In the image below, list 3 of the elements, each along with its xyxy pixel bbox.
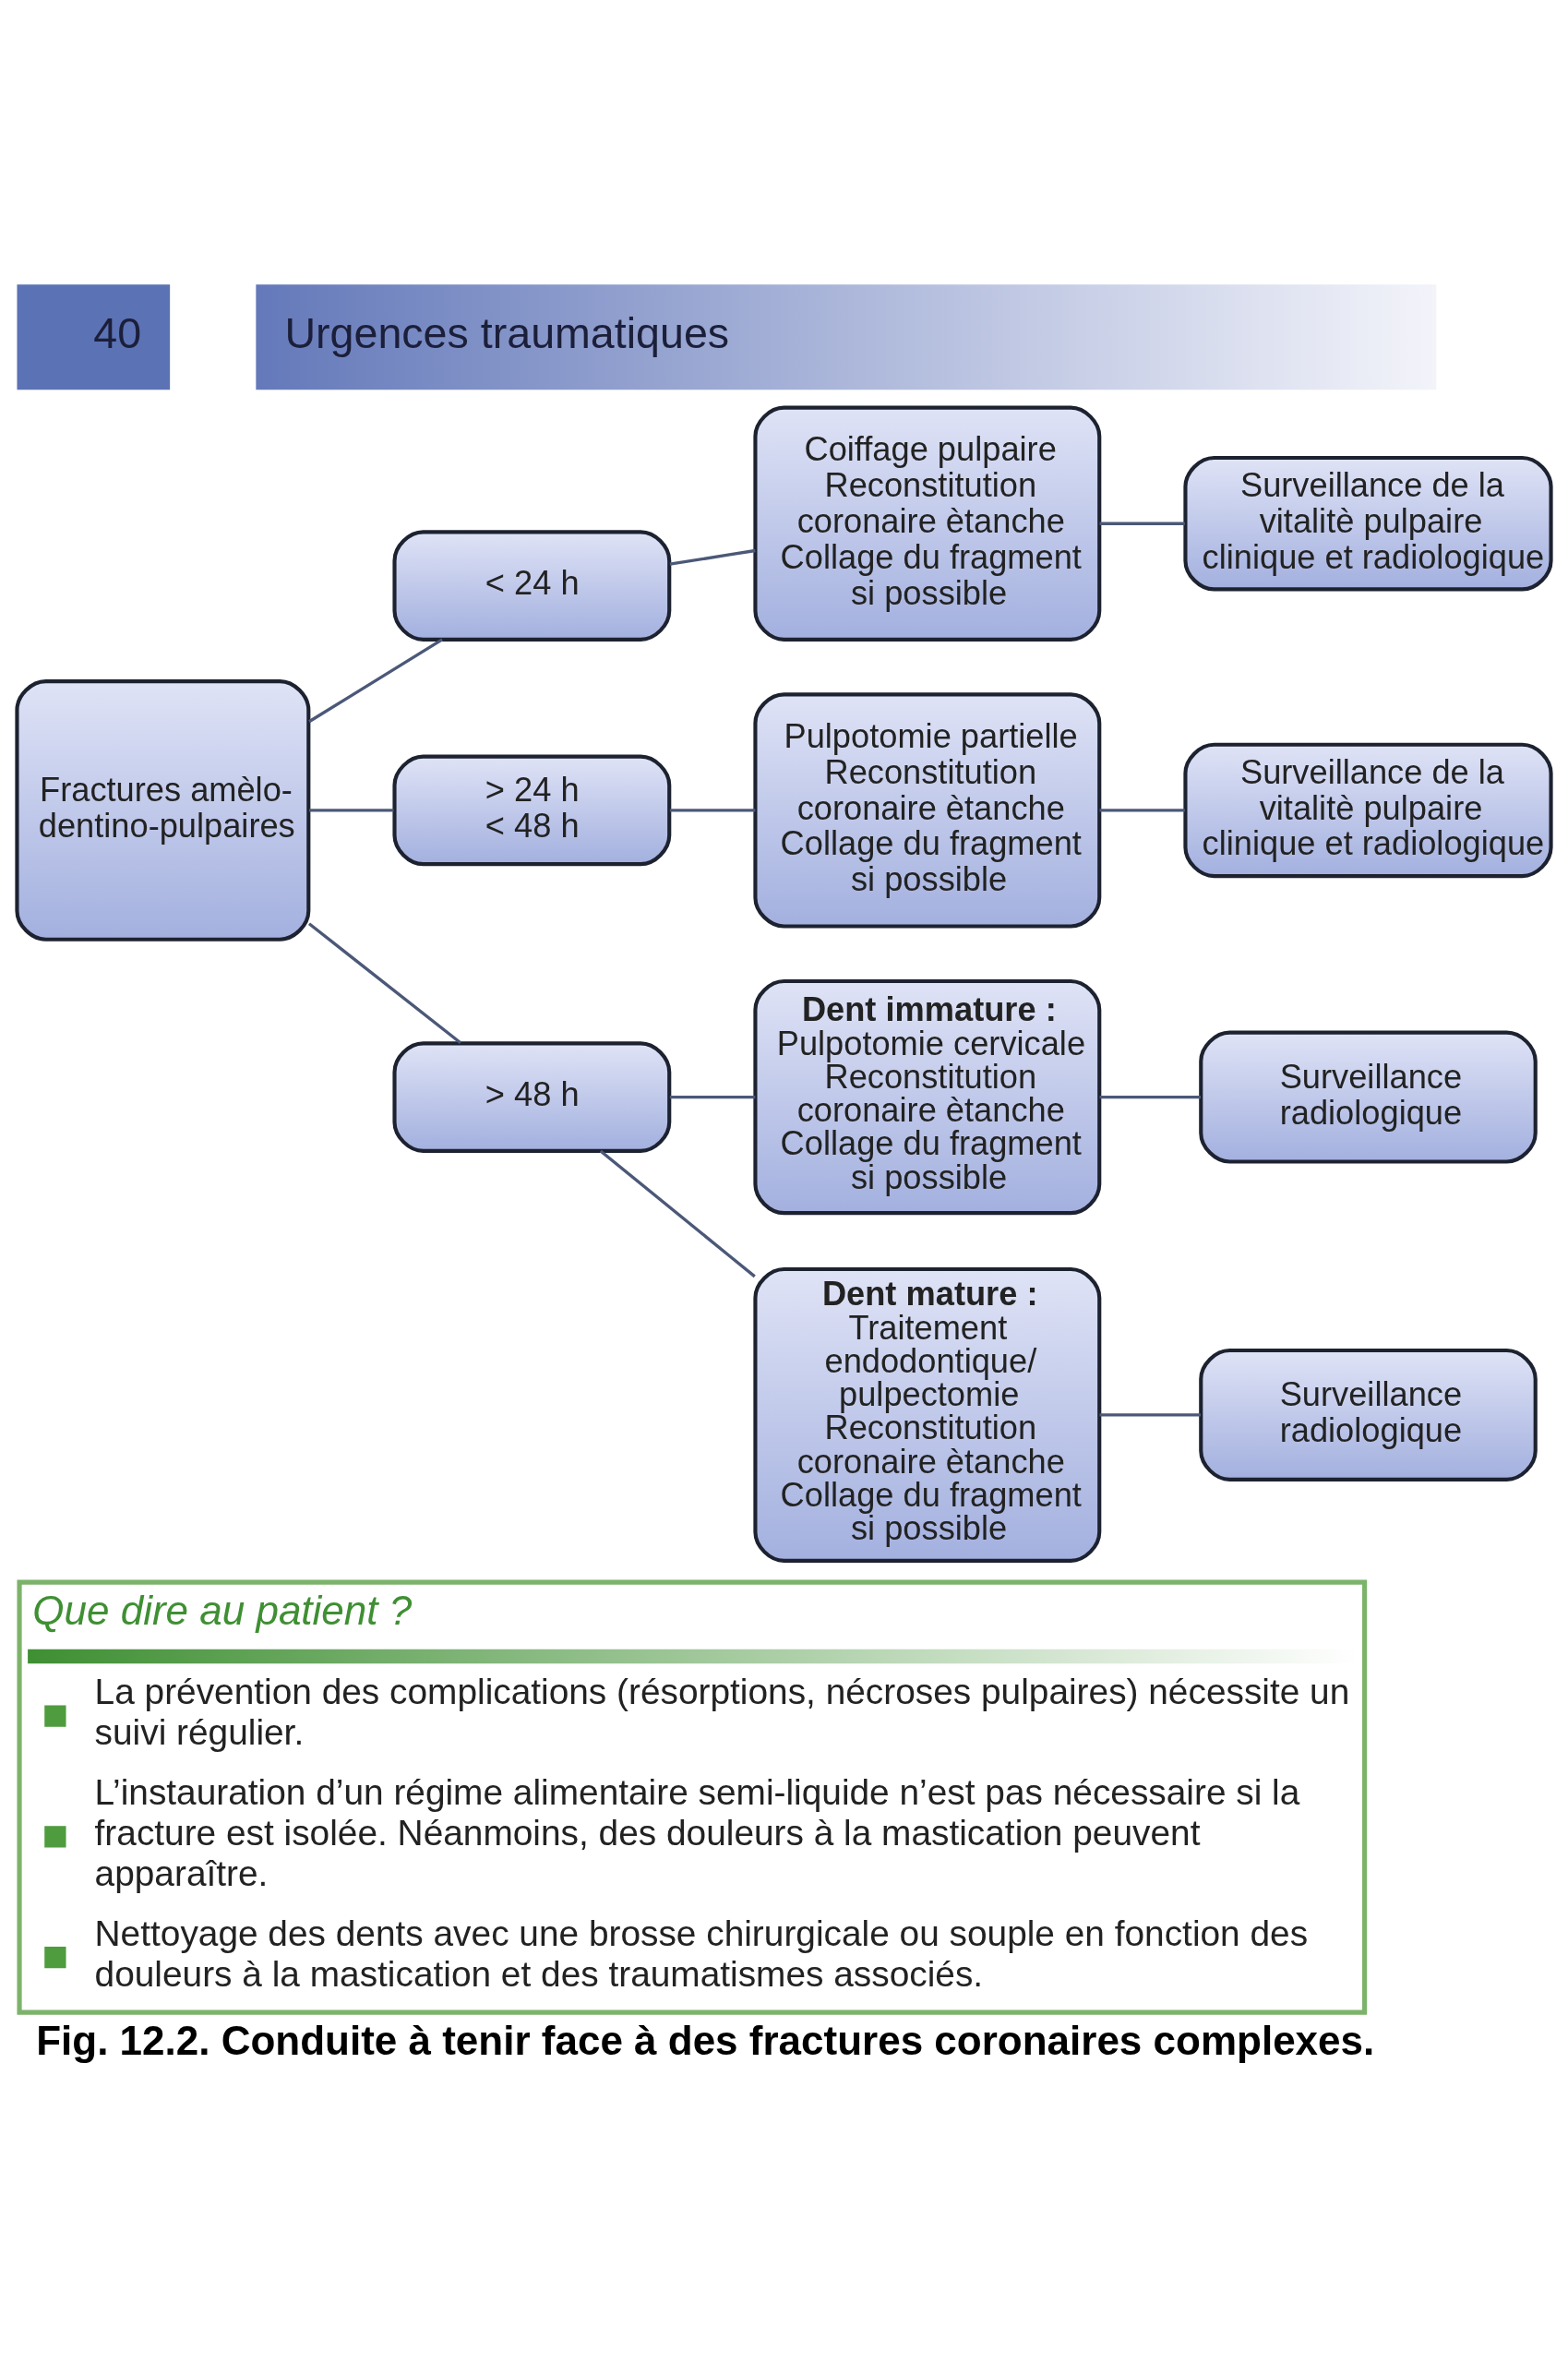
caption: Fig. 12.2. Conduite à tenir face à des fractures coronaires complexes. <box>36 2017 1375 2063</box>
label: 40 <box>93 308 142 357</box>
label: Urgences traumatiques <box>284 308 730 357</box>
